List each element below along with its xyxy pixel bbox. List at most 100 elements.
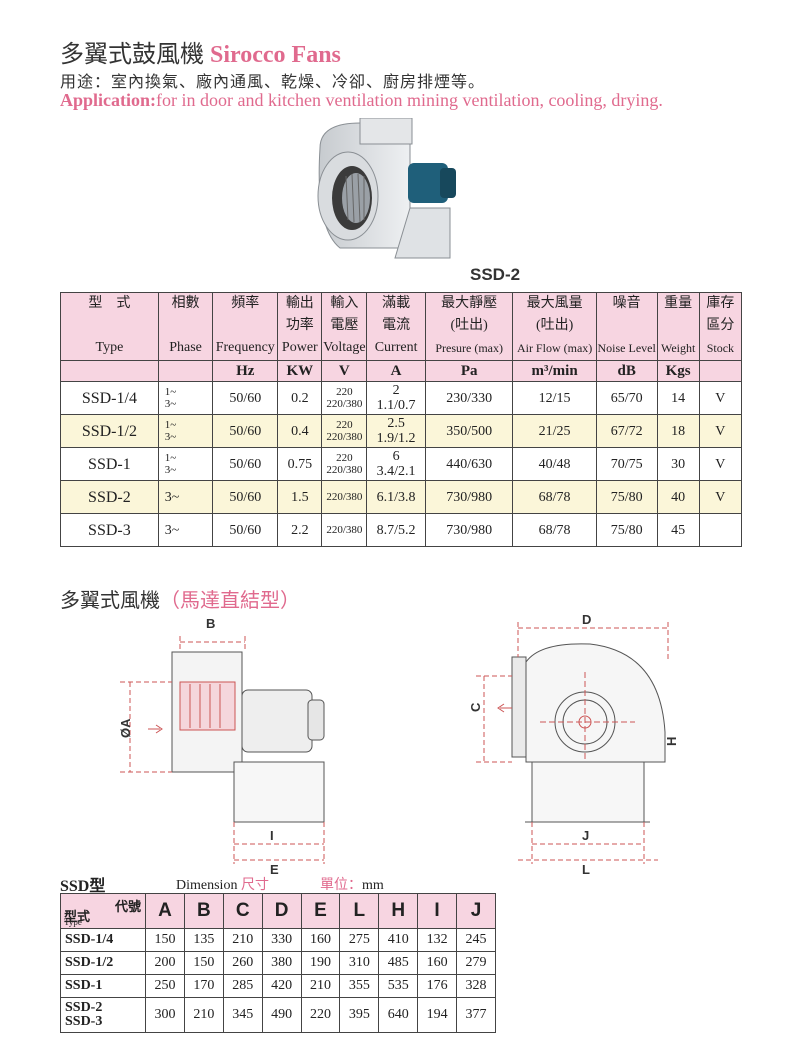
dim-col-J: J	[456, 893, 496, 929]
unit-stock	[698, 360, 743, 382]
cell-frequency: 50/60	[212, 381, 279, 415]
unit-type	[60, 360, 159, 382]
cell-phase: 1~3~	[157, 381, 214, 415]
corner-code: 代號	[114, 899, 141, 914]
phase-2: 3~	[164, 398, 177, 410]
dim-type-2: SSD-3	[65, 1014, 103, 1029]
voltage-1: 220	[336, 386, 353, 398]
dimension-label-en: Dimension	[176, 878, 238, 893]
cell-power: 0.75	[277, 447, 323, 481]
label-J: J	[582, 828, 589, 843]
corner-type-cn: 型式	[64, 909, 91, 924]
col-noise-en: Noise Level	[597, 341, 656, 355]
col-voltage-en: Voltage	[323, 340, 366, 355]
dim-value: 245	[456, 928, 496, 952]
unit-noise: dB	[595, 360, 658, 382]
corner-type-en: Type	[64, 917, 82, 927]
col-type-en: Type	[95, 340, 124, 355]
dim-col-C: C	[222, 893, 263, 929]
dim-value: 395	[339, 997, 380, 1033]
col-noise: 噪音 Noise Level	[595, 292, 658, 361]
cell-current: 8.7/5.2	[366, 513, 426, 547]
dim-value: 160	[300, 928, 341, 952]
label-E: E	[270, 862, 279, 874]
current-2: 1.9/1.2	[376, 431, 416, 446]
label-C: C	[468, 702, 483, 712]
dim-value: 250	[145, 974, 185, 998]
dim-value: 535	[378, 974, 419, 998]
col-current-cn: 滿載 電流	[382, 296, 411, 333]
dim-value: 210	[222, 928, 263, 952]
unit-current: A	[366, 360, 426, 382]
cell-stock: V	[698, 414, 743, 448]
dim-value: 300	[145, 997, 185, 1033]
unit-label: 單位：mm	[320, 874, 384, 894]
dim-value: 355	[339, 974, 380, 998]
application-label: Application:	[60, 90, 157, 110]
section-title-paren: （馬達直結型）	[160, 590, 300, 612]
col-stock-cn: 庫存 區分	[706, 296, 735, 333]
unit-label-cn: 單位：	[320, 878, 362, 893]
unit-weight: Kgs	[656, 360, 700, 382]
dim-value: 200	[145, 951, 185, 975]
col-pressure-cn: 最大靜壓 (吐出)	[441, 296, 498, 333]
voltage-2: 220/380	[326, 431, 363, 443]
dim-value: 132	[417, 928, 457, 952]
dim-value: 640	[378, 997, 419, 1033]
cell-weight: 18	[656, 414, 700, 448]
col-weight-cn: 重量	[664, 296, 693, 311]
cell-stock	[698, 513, 743, 547]
dim-col-D: D	[261, 893, 302, 929]
phase-1: 1~	[164, 419, 177, 431]
usage-text: 用途：室內換氣、廠內通風、乾燥、冷卻、廚房排煙等。	[60, 74, 486, 91]
col-noise-cn: 噪音	[612, 296, 641, 311]
dimension-type-label: SSD型	[60, 878, 106, 895]
dim-type: SSD-1/2	[60, 951, 146, 975]
section-title-main: 多翼式風機	[60, 590, 160, 612]
cell-noise: 75/80	[595, 513, 658, 547]
dimension-corner: 代號 型式 Type	[60, 893, 146, 929]
side-view	[171, 651, 325, 823]
cell-airflow: 40/48	[512, 447, 597, 481]
cell-pressure: 350/500	[424, 414, 514, 448]
cell-pressure: 730/980	[424, 513, 514, 547]
dim-col-A: A	[145, 893, 185, 929]
dim-value: 345	[222, 997, 263, 1033]
voltage-1: 220	[336, 452, 353, 464]
dim-value: 135	[183, 928, 224, 952]
photo-model-label: SSD-2	[470, 265, 521, 284]
cell-type: SSD-1	[60, 447, 159, 481]
cell-stock: V	[698, 381, 743, 415]
dim-value: 194	[417, 997, 457, 1033]
title-cn: 多翼式鼓風機	[60, 42, 204, 68]
dim-type: SSD-1	[60, 974, 146, 998]
dim-value: 485	[378, 951, 419, 975]
cell-weight: 40	[656, 480, 700, 514]
section-title: 多翼式風機（馬達直結型）	[60, 584, 300, 613]
cell-noise: 70/75	[595, 447, 658, 481]
cell-airflow: 68/78	[512, 513, 597, 547]
cell-power: 0.4	[277, 414, 323, 448]
dim-type: SSD-1/4	[60, 928, 146, 952]
col-power-cn: 輸出 功率	[285, 296, 314, 333]
col-voltage-cn: 輸入 電壓	[330, 296, 359, 333]
label-D: D	[582, 612, 591, 627]
cell-airflow: 21/25	[512, 414, 597, 448]
label-H: H	[664, 737, 679, 746]
cell-phase: 3~	[157, 480, 214, 514]
cell-type: SSD-1/2	[60, 414, 159, 448]
cell-frequency: 50/60	[212, 414, 279, 448]
dim-value: 260	[222, 951, 263, 975]
dim-value: 420	[261, 974, 302, 998]
cell-pressure: 730/980	[424, 480, 514, 514]
phase-2: 3~	[164, 431, 177, 443]
cell-pressure: 440/630	[424, 447, 514, 481]
dim-value: 490	[261, 997, 302, 1033]
cell-type: SSD-2	[60, 480, 159, 514]
cell-voltage: 220/380	[321, 513, 368, 547]
